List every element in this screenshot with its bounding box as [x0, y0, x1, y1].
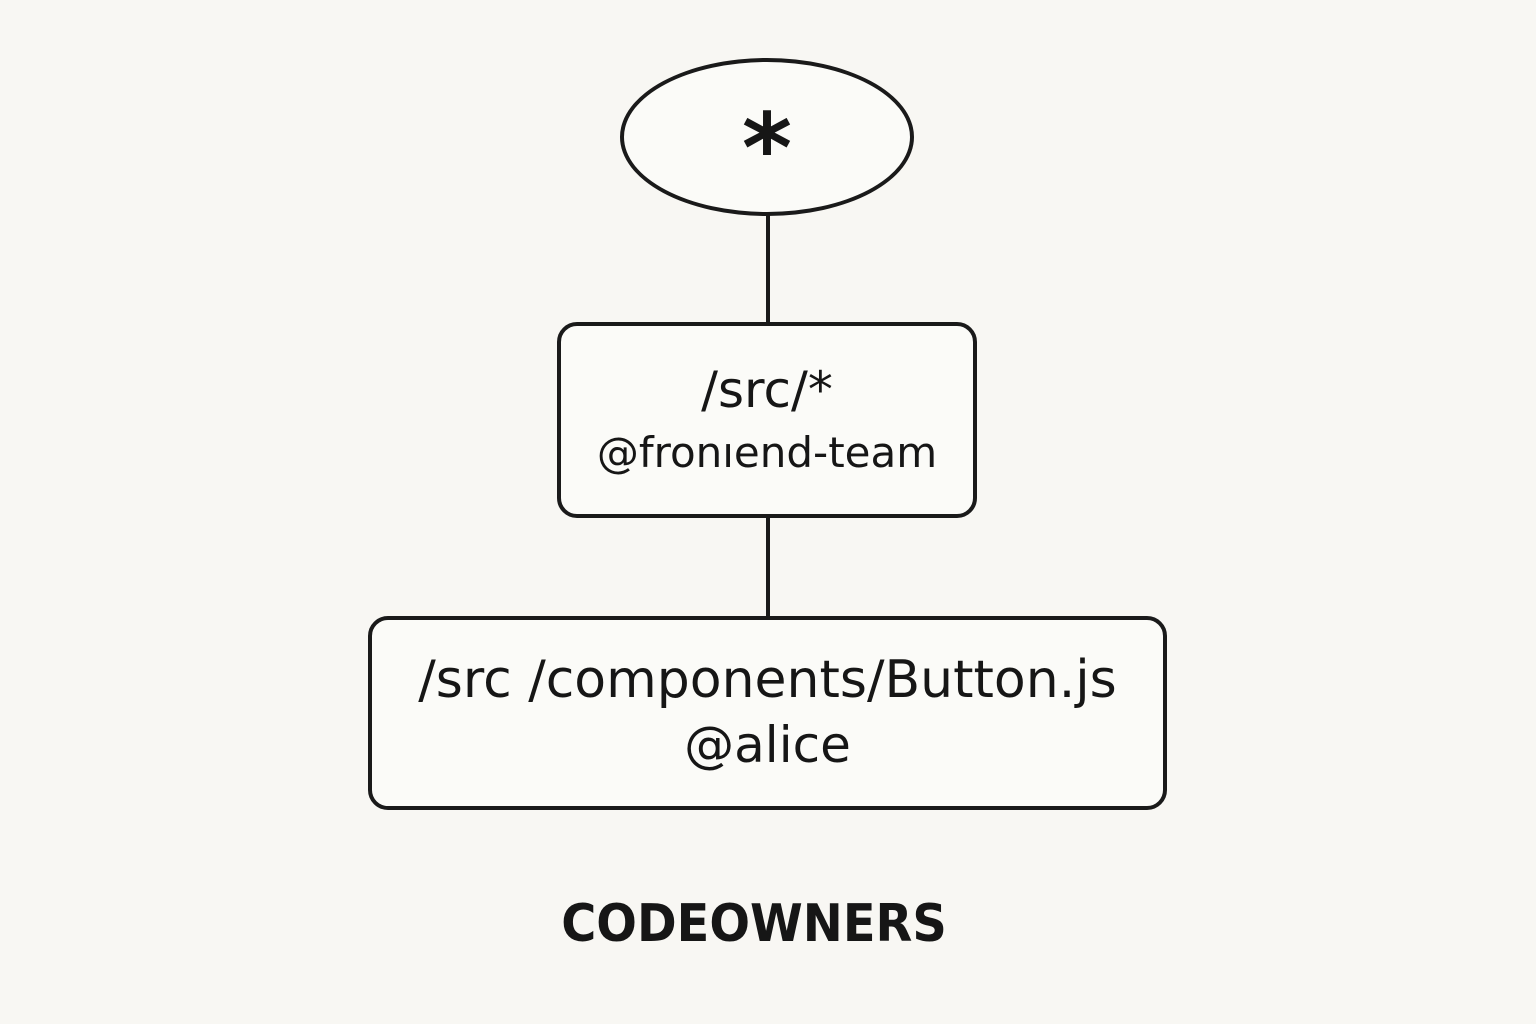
button-rule-path: /src /components/Button.js	[418, 650, 1117, 711]
root-wildcard-node: *	[620, 58, 914, 216]
diagram-caption: CODEOWNERS	[561, 894, 947, 954]
src-rule-path: /src/*	[701, 361, 833, 420]
root-wildcard-label: *	[741, 93, 793, 205]
button-rule-node: /src /components/Button.js @alice	[368, 616, 1167, 810]
button-rule-owner: @alice	[684, 715, 851, 774]
src-rule-node: /src/* @fronıend-team	[557, 322, 977, 518]
src-rule-owner: @fronıend-team	[596, 427, 938, 477]
